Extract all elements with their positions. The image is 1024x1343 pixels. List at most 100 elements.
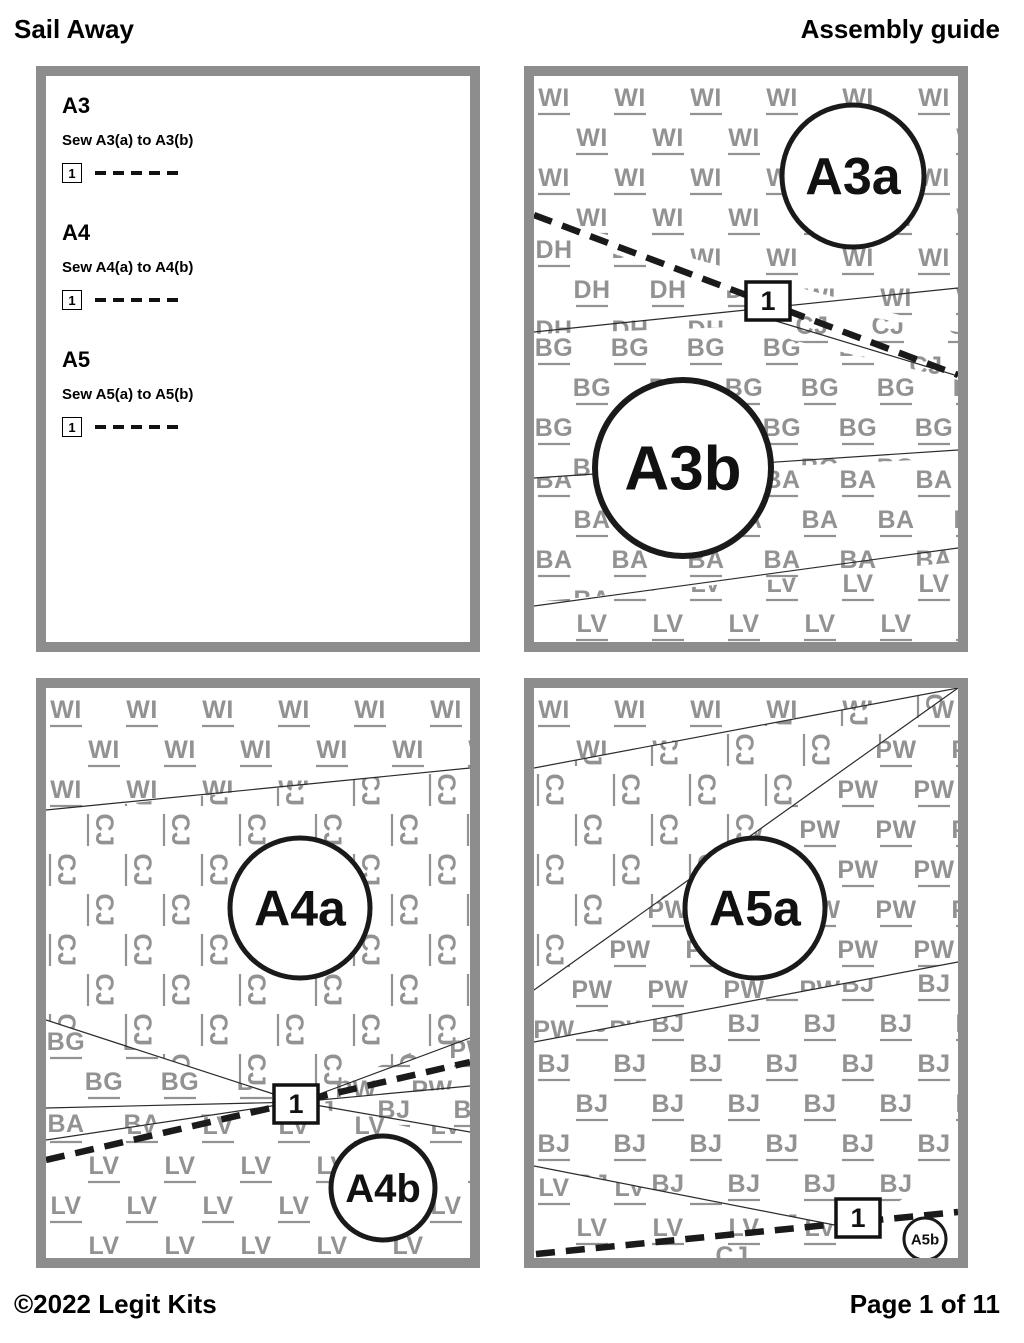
svg-text:PW: PW	[951, 896, 958, 924]
fabric-code-tile: PW	[647, 976, 688, 1008]
svg-text:1: 1	[850, 1203, 865, 1233]
fabric-code-tile: CJ	[802, 734, 834, 767]
svg-text:LV: LV	[538, 570, 569, 598]
fabric-code-tile: BJ	[842, 970, 874, 1002]
piece-boundary-line	[297, 1037, 470, 1103]
fabric-code-tile: DH	[611, 316, 648, 334]
svg-text:LV: LV	[538, 1254, 569, 1258]
fabric-code-tile: BJ	[956, 1250, 958, 1258]
svg-text:BA: BA	[535, 546, 572, 574]
svg-text:BJ: BJ	[880, 1170, 913, 1198]
step-group-a5: A5 Sew A5(a) to A5(b) 1	[62, 347, 470, 437]
fabric-code-tile: LV	[164, 1232, 195, 1258]
svg-text:WI: WI	[202, 696, 234, 724]
fabric-code-tile: WI	[766, 244, 798, 276]
fabric-code-tile: BG	[839, 414, 877, 446]
step-row: 1	[62, 163, 470, 183]
fabric-code-tile: WI	[956, 204, 958, 236]
fabric-code-tile: WI	[880, 284, 912, 316]
fabric-code-tile: DH	[649, 276, 686, 308]
step-group-a4: A4 Sew A4(a) to A4(b) 1	[62, 220, 470, 310]
svg-text:LV: LV	[842, 1254, 873, 1258]
piece-boundary-line	[534, 1165, 861, 1231]
fabric-code-tile: PW	[875, 896, 916, 928]
svg-text:BA: BA	[763, 546, 800, 574]
svg-text:BG: BG	[161, 1068, 200, 1096]
fabric-code-tile: BJ	[804, 1250, 837, 1258]
svg-text:PW: PW	[571, 976, 612, 1004]
svg-text:BJ: BJ	[538, 1130, 571, 1158]
svg-text:CJ: CJ	[716, 1242, 749, 1258]
svg-text:CJ: CJ	[166, 814, 194, 847]
fabric-code-tile: BA	[839, 626, 876, 642]
svg-text:1: 1	[288, 1089, 303, 1119]
svg-text:LV: LV	[614, 1254, 645, 1258]
svg-text:PW: PW	[799, 1056, 840, 1084]
svg-text:DH: DH	[649, 276, 686, 304]
fabric-code-tile: BA	[915, 466, 952, 498]
fabric-code-tile: LV	[316, 1232, 347, 1258]
fabric-code-tile: PW	[609, 1016, 650, 1042]
fabric-code-tile: CJ	[716, 1242, 749, 1258]
svg-text:CJ: CJ	[692, 774, 720, 807]
fabric-code-tile: LV	[88, 1152, 120, 1184]
fabric-code-tile: BG	[161, 1068, 200, 1100]
svg-text:PW: PW	[875, 736, 916, 764]
fabric-code-tile: CJ	[48, 854, 80, 886]
svg-text:PW: PW	[534, 1016, 575, 1044]
svg-text:CJ: CJ	[872, 312, 905, 340]
fabric-code-tile: PW	[534, 1016, 575, 1044]
fabric-code-tile: BA	[839, 466, 876, 498]
svg-text:WI: WI	[766, 84, 798, 112]
fabric-code-tile: CJ	[162, 814, 194, 847]
fabric-code-tile: BA	[535, 626, 572, 642]
svg-text:CJ: CJ	[52, 934, 80, 967]
fabric-code-tile: DH	[535, 236, 572, 268]
svg-text:LV: LV	[956, 610, 958, 638]
piece-label-A3b: A3b	[592, 377, 774, 559]
svg-text:WI: WI	[316, 736, 348, 764]
fabric-code-tile: CJ	[954, 974, 958, 990]
svg-text:WI: WI	[50, 696, 82, 724]
svg-text:PW: PW	[571, 1056, 612, 1084]
piece-boundary-line	[46, 1019, 299, 1103]
fabric-code-tile: WI	[164, 736, 196, 768]
svg-text:WI: WI	[614, 164, 646, 192]
svg-text:BG: BG	[877, 454, 916, 482]
svg-text:BG: BG	[47, 1028, 86, 1056]
fabric-code-tile: WI	[88, 736, 120, 768]
fabric-code-tile: PW	[799, 1056, 840, 1086]
fabric-code-tile: CJ	[314, 974, 346, 1006]
svg-text:WI: WI	[880, 284, 912, 312]
svg-text:WI: WI	[278, 696, 310, 724]
svg-text:BJ: BJ	[614, 1130, 647, 1158]
svg-text:WI: WI	[690, 244, 722, 272]
fabric-code-tile: WI	[690, 696, 722, 728]
svg-text:BJ: BJ	[842, 1050, 875, 1078]
fabric-code-tile: PW	[875, 736, 916, 768]
svg-text:WI: WI	[538, 696, 570, 724]
svg-text:BG: BG	[85, 1068, 124, 1096]
fabric-code-tile: CJ	[428, 854, 460, 886]
fabric-code-tile: BJ	[880, 1170, 913, 1202]
fabric-code-tile: CJ	[86, 974, 118, 1006]
fabric-code-tile: BJ	[918, 1130, 950, 1162]
fabric-code-tile: BJ	[576, 1010, 608, 1042]
fabric-code-tile: LV	[842, 1254, 873, 1258]
svg-text:BJ: BJ	[652, 1250, 685, 1258]
fabric-code-tile: CJ	[428, 1014, 460, 1046]
fabric-code-tile: BJ	[614, 1050, 646, 1082]
fabric-code-tile: LV	[842, 570, 874, 602]
svg-text:PW: PW	[837, 776, 878, 804]
svg-text:PW: PW	[951, 1056, 958, 1084]
svg-text:CJ: CJ	[806, 734, 834, 767]
fabric-code-tile: BJ	[614, 1130, 647, 1162]
svg-text:A5b: A5b	[911, 1231, 939, 1248]
fabric-code-tile: PW	[571, 976, 612, 1008]
svg-text:BJ: BJ	[728, 1170, 761, 1198]
fabric-code-tile: BG	[763, 414, 801, 446]
svg-text:LV: LV	[690, 1254, 721, 1258]
svg-text:LV: LV	[728, 610, 759, 638]
step-heading: A5	[62, 347, 91, 372]
